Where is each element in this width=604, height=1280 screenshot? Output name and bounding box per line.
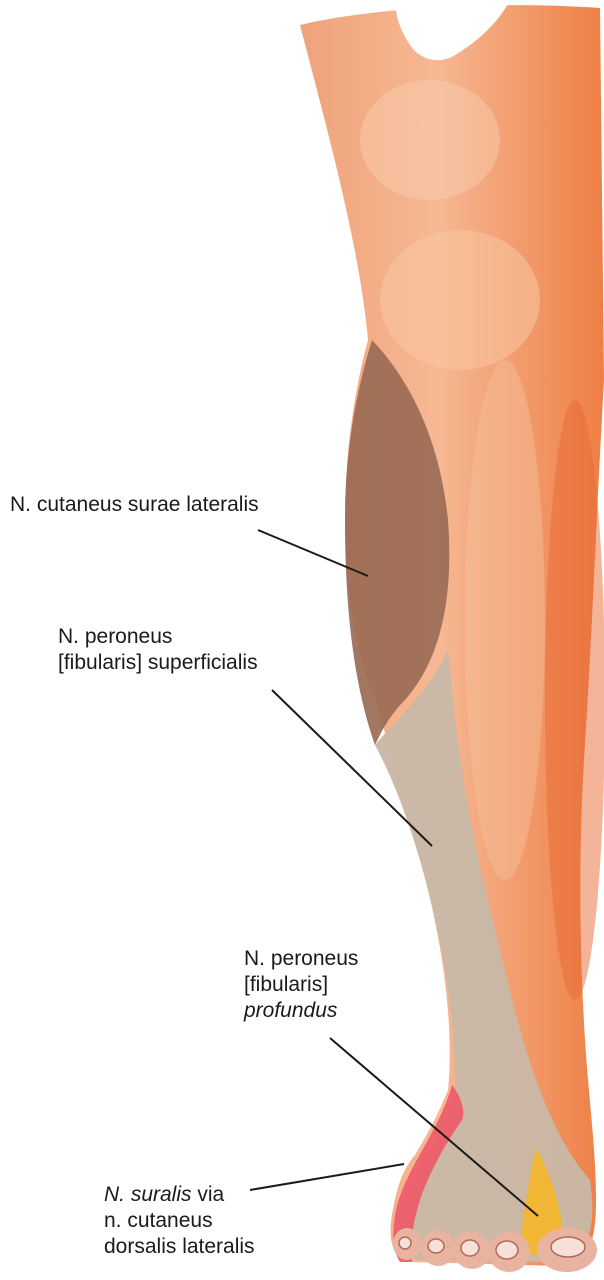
label-superficialis-line1: N. peroneus	[58, 624, 258, 650]
calf-shadow	[545, 400, 604, 1000]
leader-suralis	[250, 1164, 404, 1190]
label-suralis-italic: N. suralis	[104, 1183, 192, 1206]
toenail-1	[551, 1237, 585, 1257]
knee-shading	[380, 230, 540, 370]
label-suralis-via: via	[192, 1183, 225, 1206]
shin-highlight	[465, 360, 545, 880]
label-cutaneus-surae-lateralis: N. cutaneus surae lateralis	[10, 492, 259, 518]
toenail-3	[461, 1240, 479, 1256]
toenail-5	[399, 1237, 411, 1249]
label-peroneus-profundus: N. peroneus [fibularis] profundus	[244, 946, 358, 1024]
label-suralis-line2: n. cutaneus	[104, 1208, 255, 1234]
label-cutaneus-surae-text: N. cutaneus surae lateralis	[10, 492, 259, 518]
thigh-shading	[360, 80, 500, 200]
label-profundus-line1: N. peroneus	[244, 946, 358, 972]
toenail-2	[496, 1241, 518, 1259]
label-suralis-line3: dorsalis lateralis	[104, 1234, 255, 1260]
label-suralis-line1: N. suralis via	[104, 1182, 255, 1208]
label-peroneus-superficialis: N. peroneus [fibularis] superficialis	[58, 624, 258, 676]
label-profundus-line2: [fibularis]	[244, 972, 358, 998]
label-profundus-line3: profundus	[244, 998, 358, 1024]
toenail-4	[428, 1239, 444, 1253]
label-suralis: N. suralis via n. cutaneus dorsalis late…	[104, 1182, 255, 1260]
label-superficialis-line2: [fibularis] superficialis	[58, 650, 258, 676]
